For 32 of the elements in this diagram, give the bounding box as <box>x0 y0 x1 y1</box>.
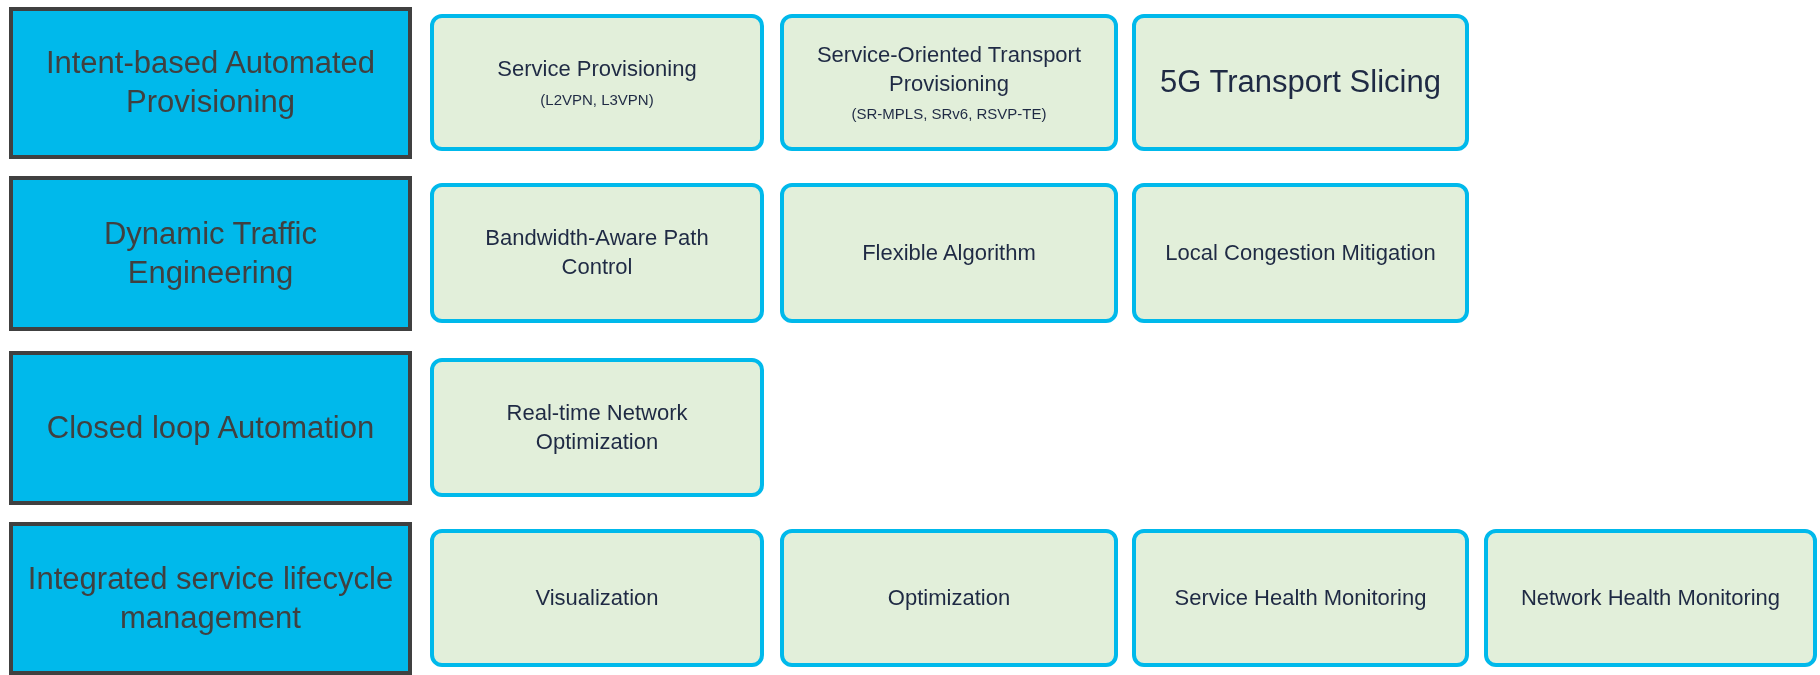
feature-box <box>430 358 764 497</box>
feature-title: Local Congestion Mitigation <box>1165 238 1436 267</box>
feature-box <box>430 14 764 151</box>
feature-box <box>780 183 1118 323</box>
feature-title: Service Provisioning <box>497 55 697 84</box>
category-title: Dynamic Traffic Engineering <box>102 214 318 292</box>
category-box <box>9 7 412 159</box>
feature-title: Service Health Monitoring <box>1174 583 1427 612</box>
feature-title: Bandwidth-Aware Path Control <box>484 224 710 281</box>
feature-box <box>1132 183 1469 323</box>
detail-text: (L2VPN, L3VPN) <box>540 90 654 110</box>
feature-box <box>1132 529 1469 667</box>
category-box <box>9 522 412 675</box>
feature-box <box>780 529 1118 667</box>
feature-title: Flexible Algorithm <box>862 238 1036 267</box>
feature-box <box>430 529 764 667</box>
feature-title: Network Health Monitoring <box>1520 583 1781 612</box>
feature-box <box>780 14 1118 151</box>
feature-title: Visualization <box>535 583 659 612</box>
feature-box <box>1484 529 1817 667</box>
feature-box <box>1132 14 1469 151</box>
feature-title: 5G Transport Slicing <box>1160 63 1441 102</box>
feature-box <box>430 183 764 323</box>
category-title: Intent-based Automated Provisioning <box>44 44 377 121</box>
feature-title: Service-Oriented Transport Provisioning <box>815 41 1083 98</box>
category-title: Closed loop Automation <box>46 408 375 447</box>
feature-title: Optimization <box>887 583 1011 612</box>
category-title: Integrated service lifecycle management <box>27 559 394 637</box>
category-box <box>9 351 412 505</box>
detail-text: (SR-MPLS, SRv6, RSVP-TE) <box>851 104 1047 124</box>
feature-title: Real-time Network Optimization <box>505 398 689 456</box>
category-box <box>9 176 412 331</box>
